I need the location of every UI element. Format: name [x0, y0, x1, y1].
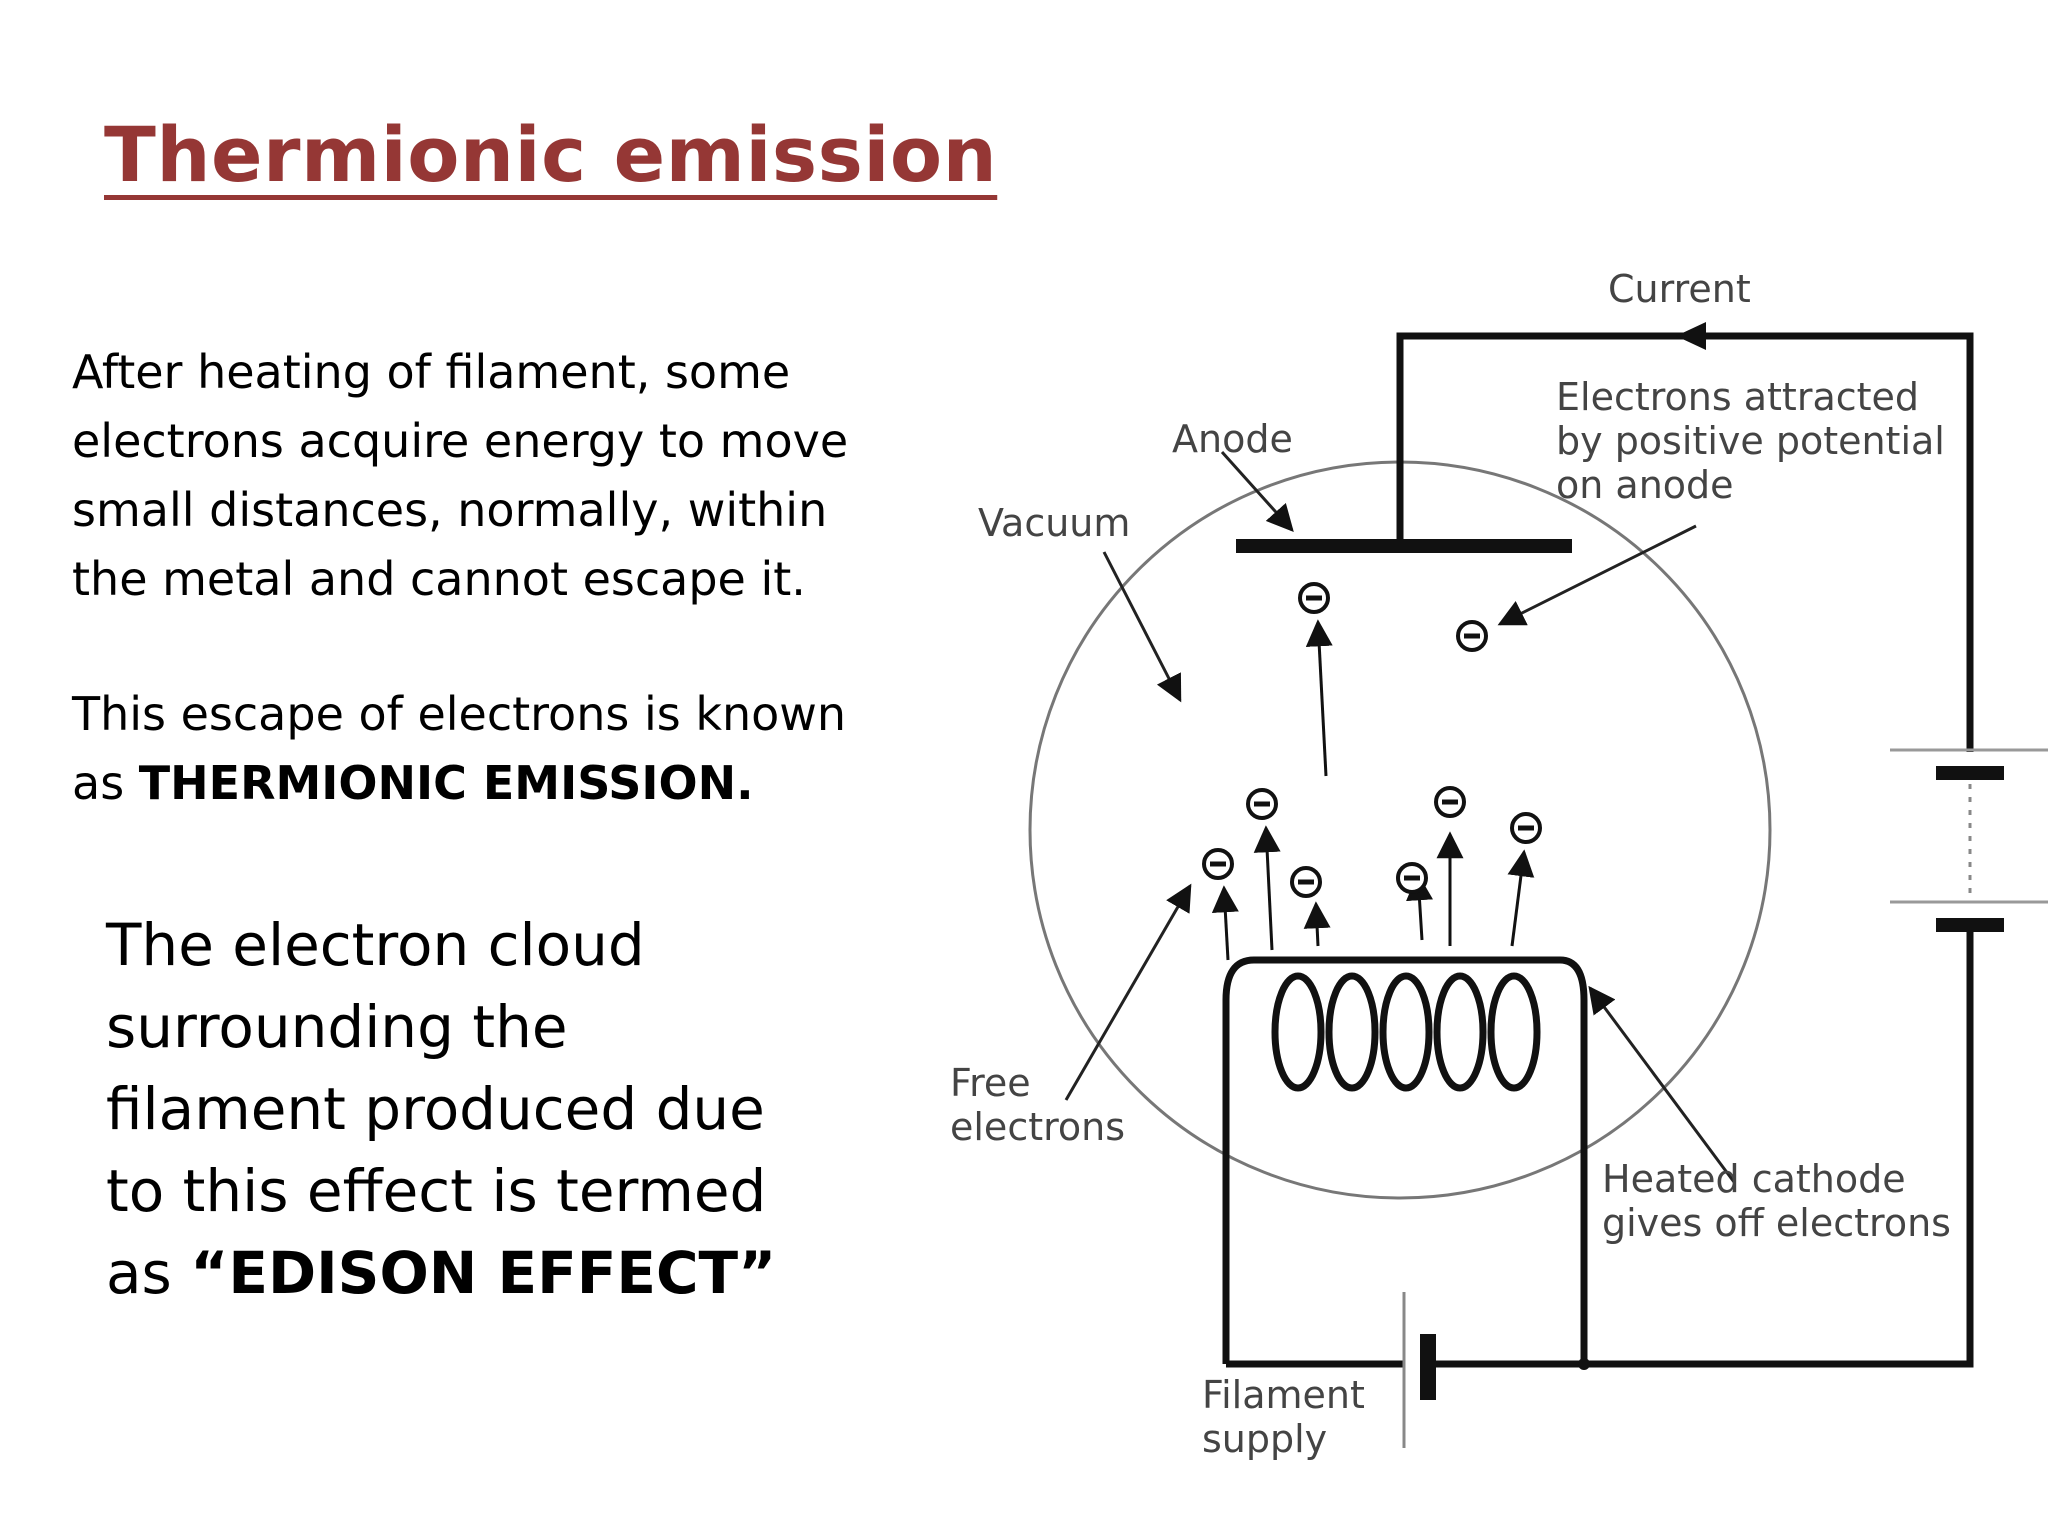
label-anode: Anode: [1172, 417, 1293, 461]
label-attracted-3: on anode: [1556, 463, 1734, 507]
current-arrow-icon: [1676, 322, 1706, 350]
return-wire: [1436, 932, 1974, 1368]
electron-1: [1204, 850, 1232, 878]
paragraph-edison-text: The electron cloud surrounding the filam…: [106, 911, 767, 1307]
paragraph-thermionic: This escape of electrons is known as THE…: [72, 680, 892, 818]
paragraph-edison: The electron cloud surrounding the filam…: [106, 904, 806, 1314]
label-attracted-1: Electrons attracted: [1556, 375, 1919, 419]
electron-7: [1300, 584, 1328, 612]
label-free-1: Free: [950, 1061, 1031, 1105]
filament-coil: [1271, 972, 1541, 1092]
plate-battery: [1890, 748, 2048, 932]
label-leaders: [1064, 450, 1736, 1183]
emitted-electrons: [1211, 619, 1535, 961]
electron-6: [1512, 814, 1540, 842]
electron-2: [1248, 790, 1276, 818]
term-edison-effect: “EDISON EFFECT”: [190, 1239, 777, 1307]
label-supply-1: Filament: [1202, 1373, 1365, 1417]
label-cathode-1: Heated cathode: [1602, 1157, 1906, 1201]
electron-8: [1458, 622, 1486, 650]
electron-4: [1398, 864, 1426, 892]
term-thermionic-emission: THERMIONIC EMISSION.: [138, 756, 754, 810]
label-cathode-2: gives off electrons: [1602, 1201, 1951, 1245]
slide-title: Thermionic emission: [104, 110, 998, 199]
label-current: Current: [1608, 267, 1751, 311]
paragraph-heating: After heating of filament, some electron…: [72, 345, 849, 606]
electron-3: [1292, 868, 1320, 896]
label-free-2: electrons: [950, 1105, 1125, 1149]
paragraph-thermionic-text: This escape of electrons is known as: [72, 687, 847, 810]
electron-5: [1436, 788, 1464, 816]
label-vacuum: Vacuum: [978, 501, 1130, 545]
label-attracted-2: by positive potential: [1556, 419, 1945, 463]
heated-cathode-filament: [1222, 956, 1588, 1364]
filament-battery: [1226, 1292, 1436, 1448]
label-supply-2: supply: [1202, 1417, 1327, 1461]
